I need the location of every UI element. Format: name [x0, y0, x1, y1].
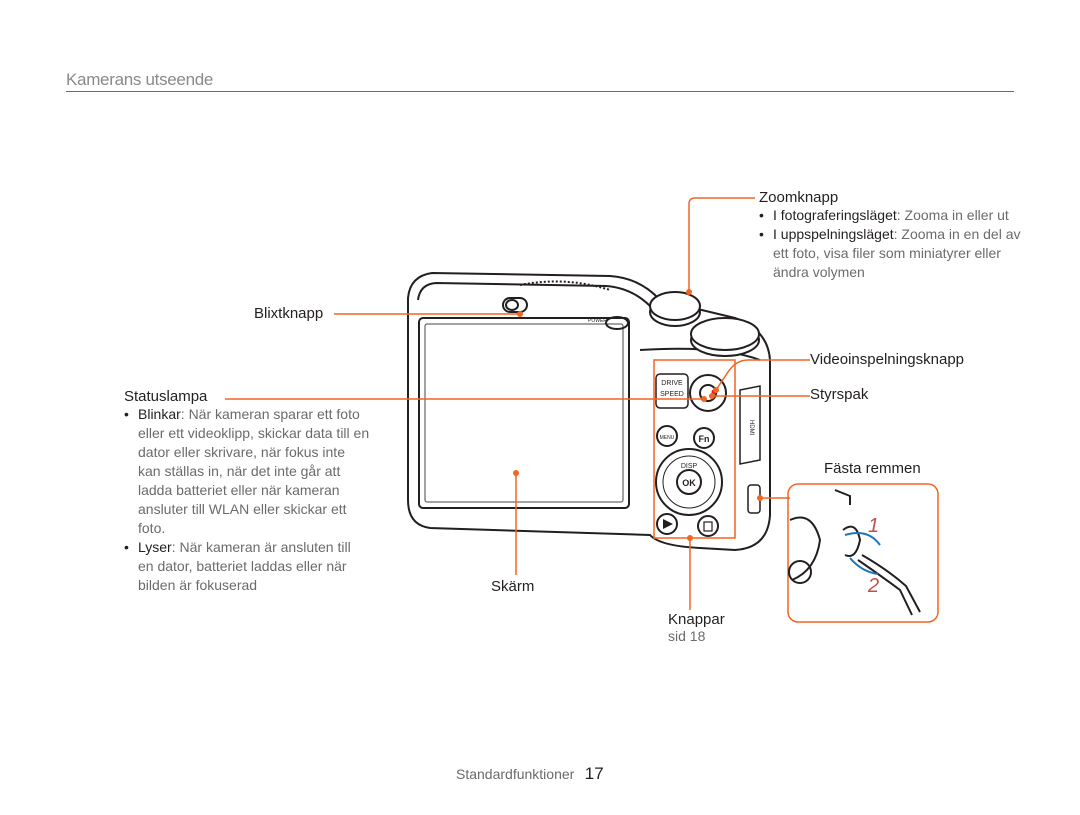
page-number: 17: [584, 764, 604, 783]
hdmi-marking: HDMI: [748, 420, 754, 436]
menu-marking: MENU: [660, 435, 675, 441]
buttons-label: Knappar: [668, 611, 725, 628]
header-divider: [66, 91, 1014, 92]
footer-section: Standardfunktioner: [456, 766, 575, 782]
status-callout: Statuslampa Blinkar: När kameran sparar …: [124, 388, 370, 595]
strap-inset-drawing: [788, 489, 921, 616]
disp-marking: DISP: [681, 463, 698, 470]
joystick-label: Styrspak: [810, 386, 869, 403]
zoom-callout: Zoomknapp I fotograferingsläget: Zooma i…: [759, 189, 1029, 282]
power-marking: POWER: [588, 318, 607, 324]
screen-label: Skärm: [491, 578, 535, 595]
strap-label: Fästa remmen: [824, 460, 921, 477]
callout-dots: [513, 289, 763, 541]
status-bullet: Lyser: När kameran är ansluten till en d…: [124, 538, 370, 595]
fn-marking: Fn: [699, 434, 710, 444]
buttons-page-ref: sid 18: [668, 628, 706, 644]
zoom-label: Zoomknapp: [759, 189, 839, 206]
status-bullet-term: Blinkar: [138, 406, 181, 422]
zoom-bullet: I fotograferingsläget: Zooma in eller ut: [759, 206, 1029, 225]
status-bullet-term: Lyser: [138, 539, 172, 555]
callout-lines: [225, 197, 939, 623]
zoom-bullet-term: I fotograferingsläget: [773, 207, 897, 223]
page-title: Kamerans utseende: [66, 70, 214, 89]
page-footer: Standardfunktioner 17: [456, 764, 604, 784]
buttons-callout: Knappar sid 18: [668, 611, 725, 644]
strap-step-1: 1: [868, 515, 879, 537]
drive-marking: DRIVE: [661, 380, 683, 387]
status-bullet: Blinkar: När kameran sparar ett foto ell…: [124, 405, 370, 538]
video-record-label: Videoinspelningsknapp: [810, 351, 965, 368]
trash-icon: [703, 521, 713, 532]
zoom-bullet-term: I uppspelningsläget: [773, 226, 894, 242]
status-bullet-text: : När kameran är ansluten till en dator,…: [138, 539, 351, 593]
status-bullets: Blinkar: När kameran sparar ett foto ell…: [124, 405, 370, 595]
play-icon: [663, 519, 673, 529]
zoom-bullet-text: : Zooma in en del av ett foto, visa file…: [773, 226, 1021, 280]
zoom-bullet-text: : Zooma in eller ut: [896, 207, 1009, 223]
ok-marking: OK: [682, 478, 696, 488]
speed-marking: SPEED: [660, 391, 684, 398]
zoom-bullet: I uppspelningsläget: Zooma in en del av …: [759, 225, 1029, 282]
strap-arrows: [844, 532, 881, 575]
strap-step-2: 2: [867, 575, 879, 597]
flash-label: Blixtknapp: [254, 305, 324, 322]
zoom-bullets: I fotograferingsläget: Zooma in eller ut…: [759, 206, 1029, 282]
status-label: Statuslampa: [124, 388, 208, 405]
camera-back-body: [407, 271, 771, 552]
status-bullet-text: : När kameran sparar ett foto eller ett …: [138, 406, 370, 536]
